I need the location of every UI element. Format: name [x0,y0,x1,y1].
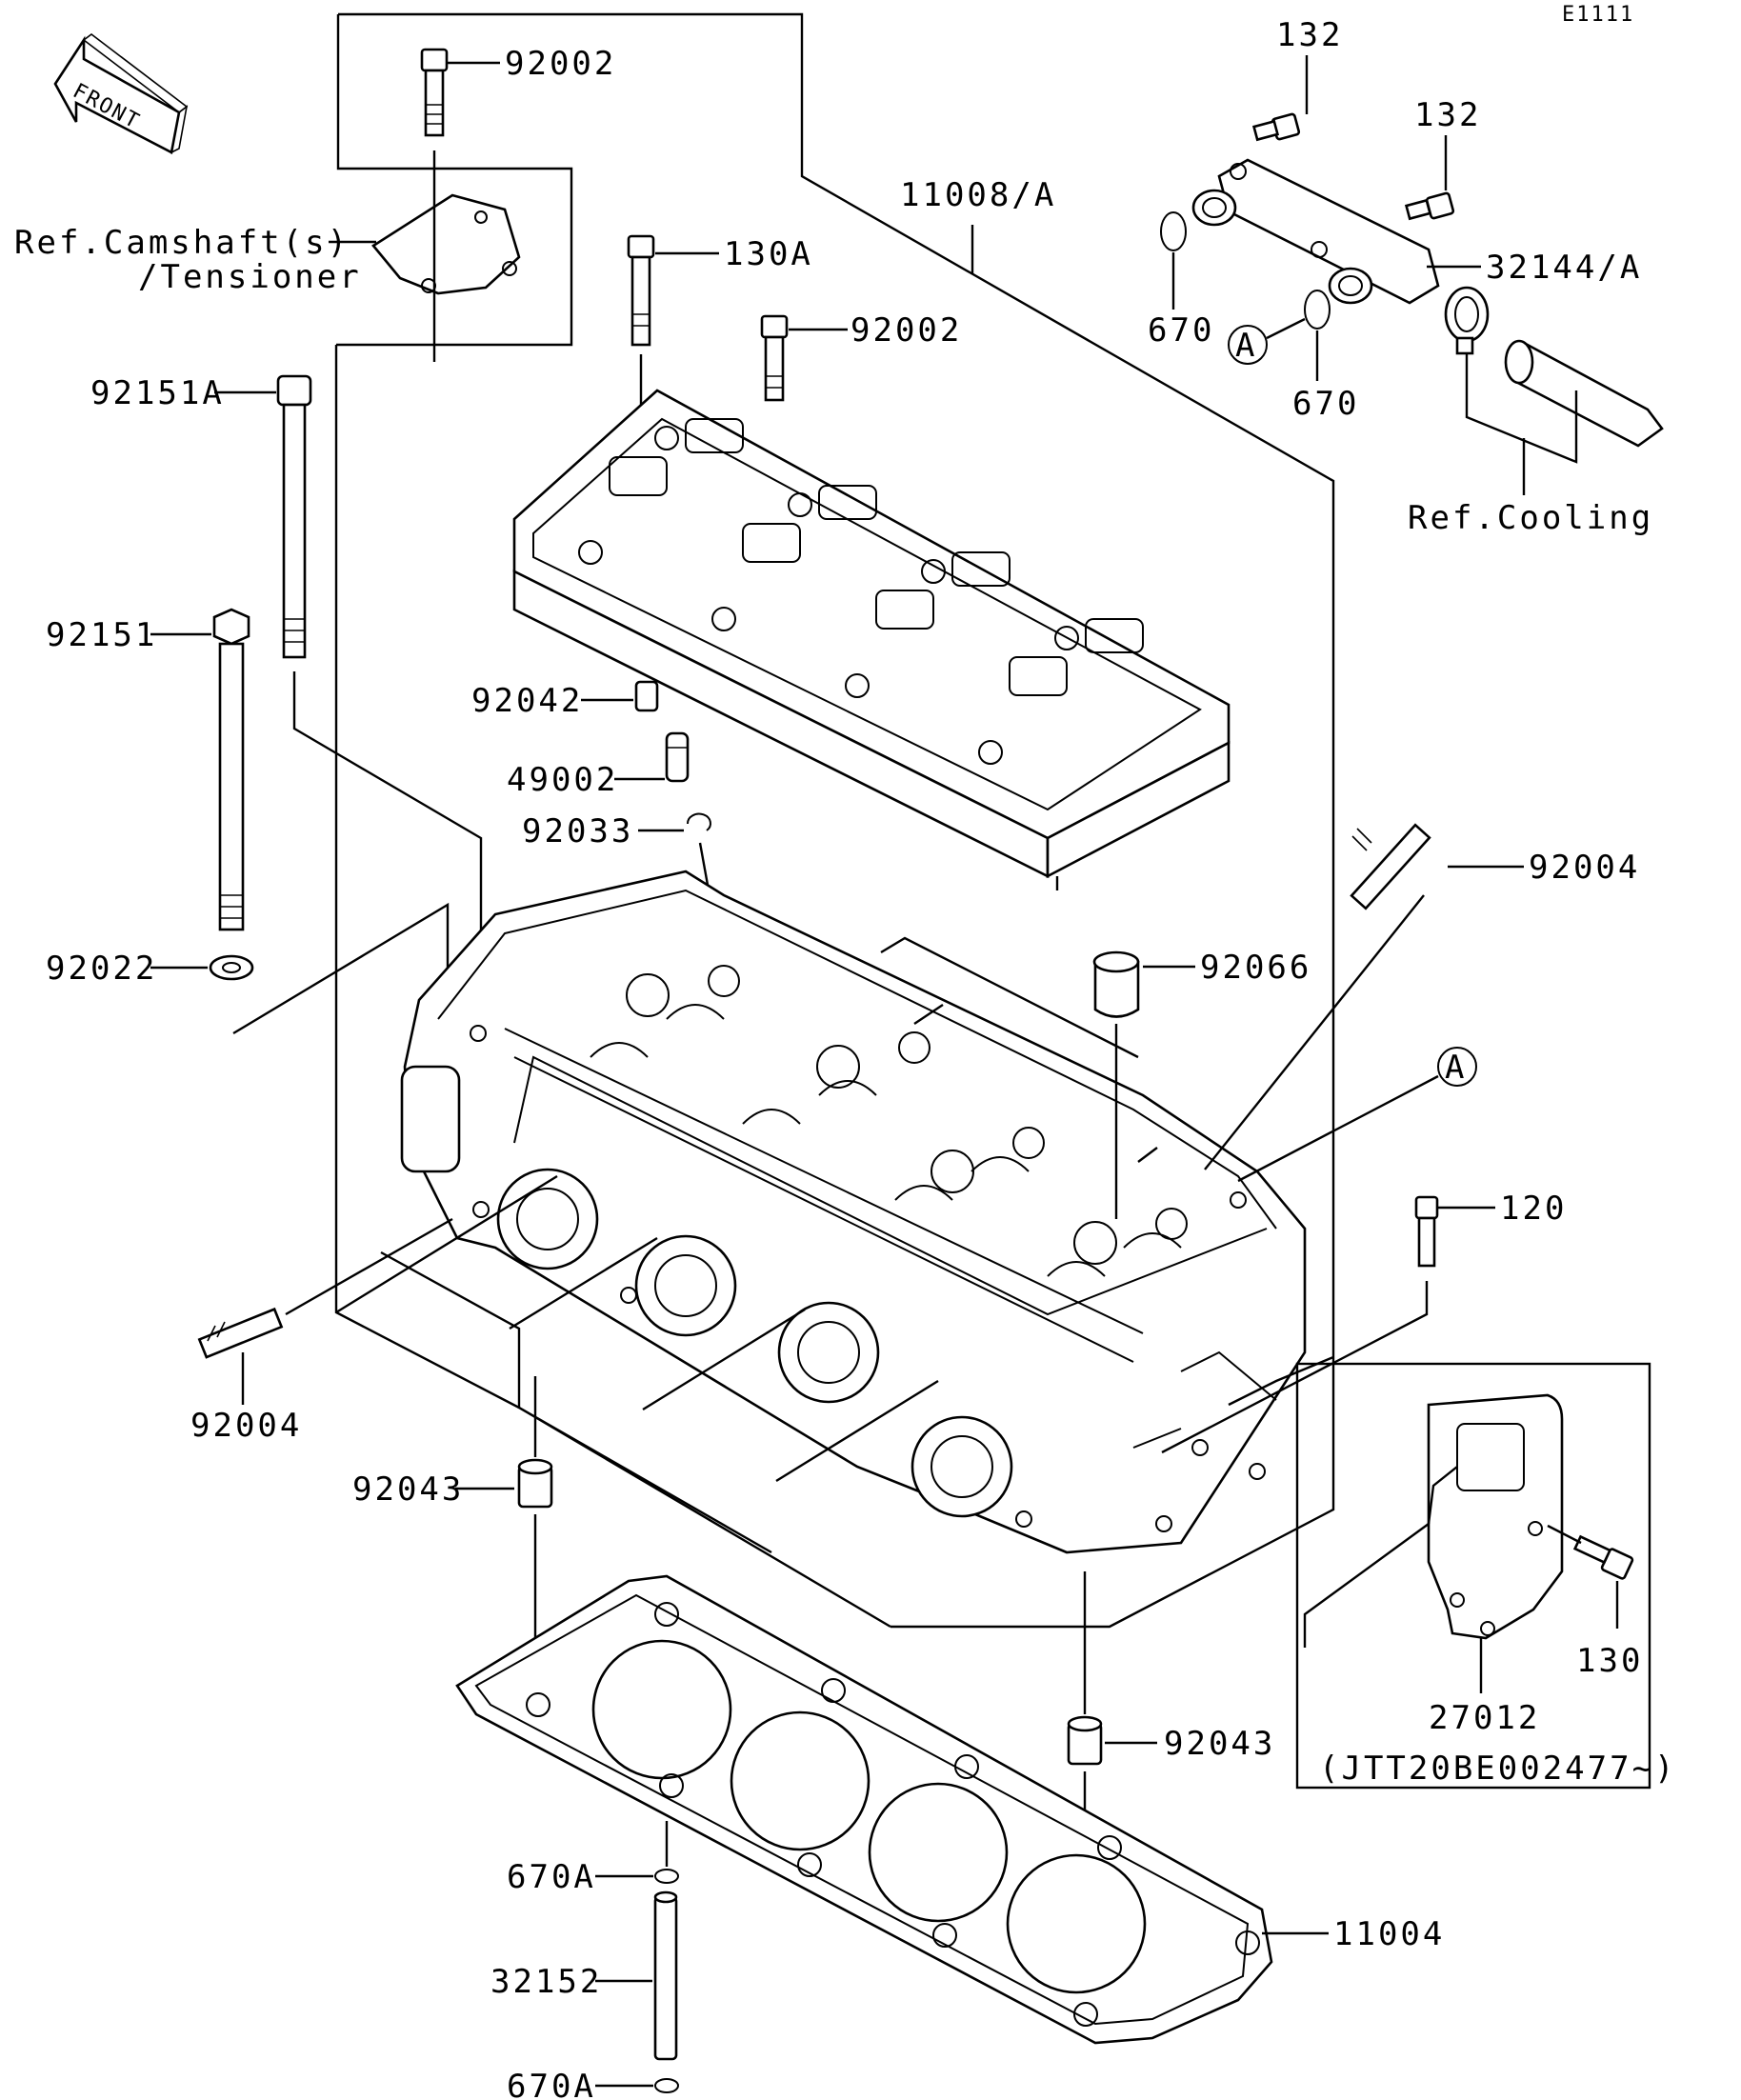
label-670-a: 670 [1148,311,1214,350]
label-92002-mid: 92002 [850,311,962,350]
hose-clamp [1444,286,1490,355]
bolt-120 [1414,1195,1439,1268]
o-ring-670-b [1304,290,1331,330]
o-ring-670A-top [654,1869,679,1884]
bolt-132-a [1251,112,1301,142]
dowel-92043-left [517,1458,553,1509]
ref-cooling-label: Ref.Cooling [1408,499,1653,537]
callout-a-right: A [1437,1047,1477,1087]
washer-92022 [209,954,254,981]
svg-text:A: A [1445,1049,1467,1087]
label-92042: 92042 [471,682,583,720]
stud-92004-right [1350,823,1431,910]
label-670A-top: 670A [507,1858,596,1896]
bolt-92151 [212,608,250,931]
pipe-32152 [653,1890,678,2061]
label-32152: 32152 [490,1963,602,2001]
valve-lifter-49002 [665,731,690,783]
bracket-27012 [1427,1393,1564,1640]
label-92151A: 92151A [90,374,225,412]
label-92151: 92151 [46,616,157,654]
bolt-130A [627,234,655,533]
bracket-27012-box [1295,1362,1651,1790]
label-670A-bottom: 670A [507,2068,596,2100]
dowel-92042 [634,680,659,712]
label-27012-note: (JTT20BE002477~) [1319,1750,1677,1788]
label-132-b: 132 [1414,96,1481,134]
coolant-hose [1504,339,1664,448]
label-130A: 130A [724,235,813,273]
bolt-132-b [1404,191,1455,221]
label-11004: 11004 [1333,1915,1445,1953]
label-132-a: 132 [1276,16,1343,54]
svg-text:A: A [1235,327,1257,365]
bolt-92002-mid [760,314,789,402]
bolt-92002-top [420,48,449,362]
camshaft-cap-housing [512,389,1231,890]
bolt-130 [1572,1534,1634,1580]
diagram-code: E1111 [1562,3,1634,27]
cylinder-head-body [400,870,1307,1554]
label-32144A: 32144/A [1486,249,1642,287]
bolt-92151A [276,374,312,659]
label-92004-left: 92004 [190,1407,302,1445]
o-ring-670A-bottom [654,2078,679,2093]
ref-tensioner-label: /Tensioner [138,258,362,296]
stud-92004-left [197,1307,284,1359]
head-gasket-11004 [455,1574,1273,2045]
ref-camshaft-label: Ref.Camshaft(s) [14,224,350,262]
clip-92033 [686,812,711,831]
callout-a-top: A [1228,325,1268,365]
label-92002-top: 92002 [505,45,616,83]
label-92043-right: 92043 [1164,1725,1275,1763]
o-ring-670-a [1160,211,1187,251]
label-92022: 92022 [46,950,157,988]
front-arrow-icon: FRONT [53,32,189,154]
label-11008A: 11008/A [900,176,1056,214]
camshaft-bracket-group [334,12,1335,1629]
dowel-92043-right [1067,1715,1103,1766]
label-92033: 92033 [522,812,633,850]
label-92004-right: 92004 [1529,849,1640,887]
label-120: 120 [1500,1190,1567,1228]
label-130: 130 [1576,1642,1643,1680]
label-92066: 92066 [1200,949,1311,987]
camshaft-bracket-part [371,193,521,295]
label-92043-left: 92043 [352,1470,464,1509]
label-27012: 27012 [1429,1699,1540,1737]
plug-92066 [1092,950,1140,1018]
label-670-b: 670 [1292,385,1359,423]
water-pipe-32144A [1191,158,1440,305]
label-49002: 49002 [507,761,618,799]
